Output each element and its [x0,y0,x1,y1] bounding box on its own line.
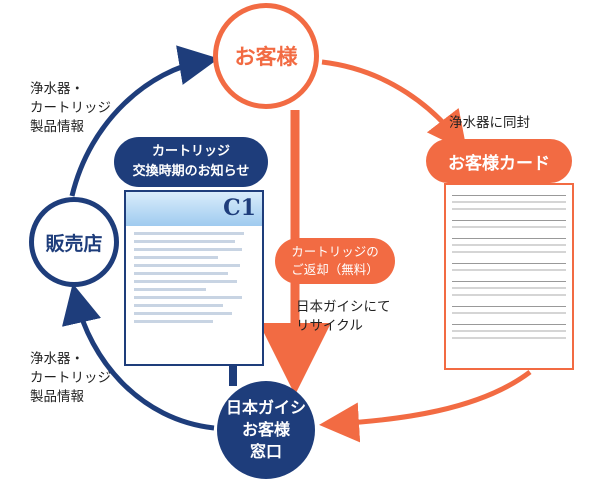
ngk-line-3: 窓口 [249,442,282,461]
leaflet-header-band: C1 [126,192,262,226]
customer-card-form-icon [444,183,574,370]
cartridge-replacement-notice-leaflet-icon: C1 [124,190,264,366]
customer-card-pill: お客様カード [426,139,572,183]
return-line-1: カートリッジの [291,244,379,259]
product-info-bottom-line-3: 製品情報 [30,389,84,405]
product-info-top-line-1: 浄水器・ [30,81,84,97]
notice-line-1: カートリッジ [151,144,230,159]
connector-ngk-to-leaflet [229,366,237,386]
leaflet-text-lines [126,226,262,334]
ngk-contact-node: 日本ガイシ お客様 窓口 [217,381,315,479]
shop-label: 販売店 [45,232,103,255]
replacement-notice-pill: カートリッジ 交換時期のお知らせ [114,137,268,187]
leaflet-c1-mark-icon: C1 [223,195,256,221]
ngk-line-1: 日本ガイシ [225,398,306,417]
recycle-line-2: リサイクル [296,318,363,334]
product-info-label-top: 浄水器・ カートリッジ 製品情報 [30,80,111,137]
customer-card-label: お客様カード [448,153,550,174]
notice-line-2: 交換時期のお知らせ [132,164,250,179]
arrow-customer-to-card [321,59,468,152]
shop-node: 販売店 [29,197,119,287]
arrow-ngk-to-shop [62,283,215,431]
return-line-2: ご返却（無料） [291,262,379,277]
product-info-label-bottom: 浄水器・ カートリッジ 製品情報 [30,350,111,407]
product-info-bottom-line-1: 浄水器・ [30,351,84,367]
customer-label: お客様 [234,45,298,69]
product-info-top-line-3: 製品情報 [30,119,84,135]
customer-node: お客様 [213,3,319,109]
arrow-shop-to-customer [69,45,219,197]
product-info-bottom-line-2: カートリッジ [30,370,111,386]
enclosed-label: 浄水器に同封 [449,115,530,131]
ngk-line-2: お客様 [241,420,290,439]
recycle-label: 日本ガイシにて リサイクル [296,298,391,336]
cartridge-return-pill: カートリッジの ご返却（無料） [275,238,395,284]
arrow-card-to-ngk [319,370,532,443]
recycle-line-1: 日本ガイシにて [296,299,391,315]
product-info-top-line-2: カートリッジ [30,100,111,116]
